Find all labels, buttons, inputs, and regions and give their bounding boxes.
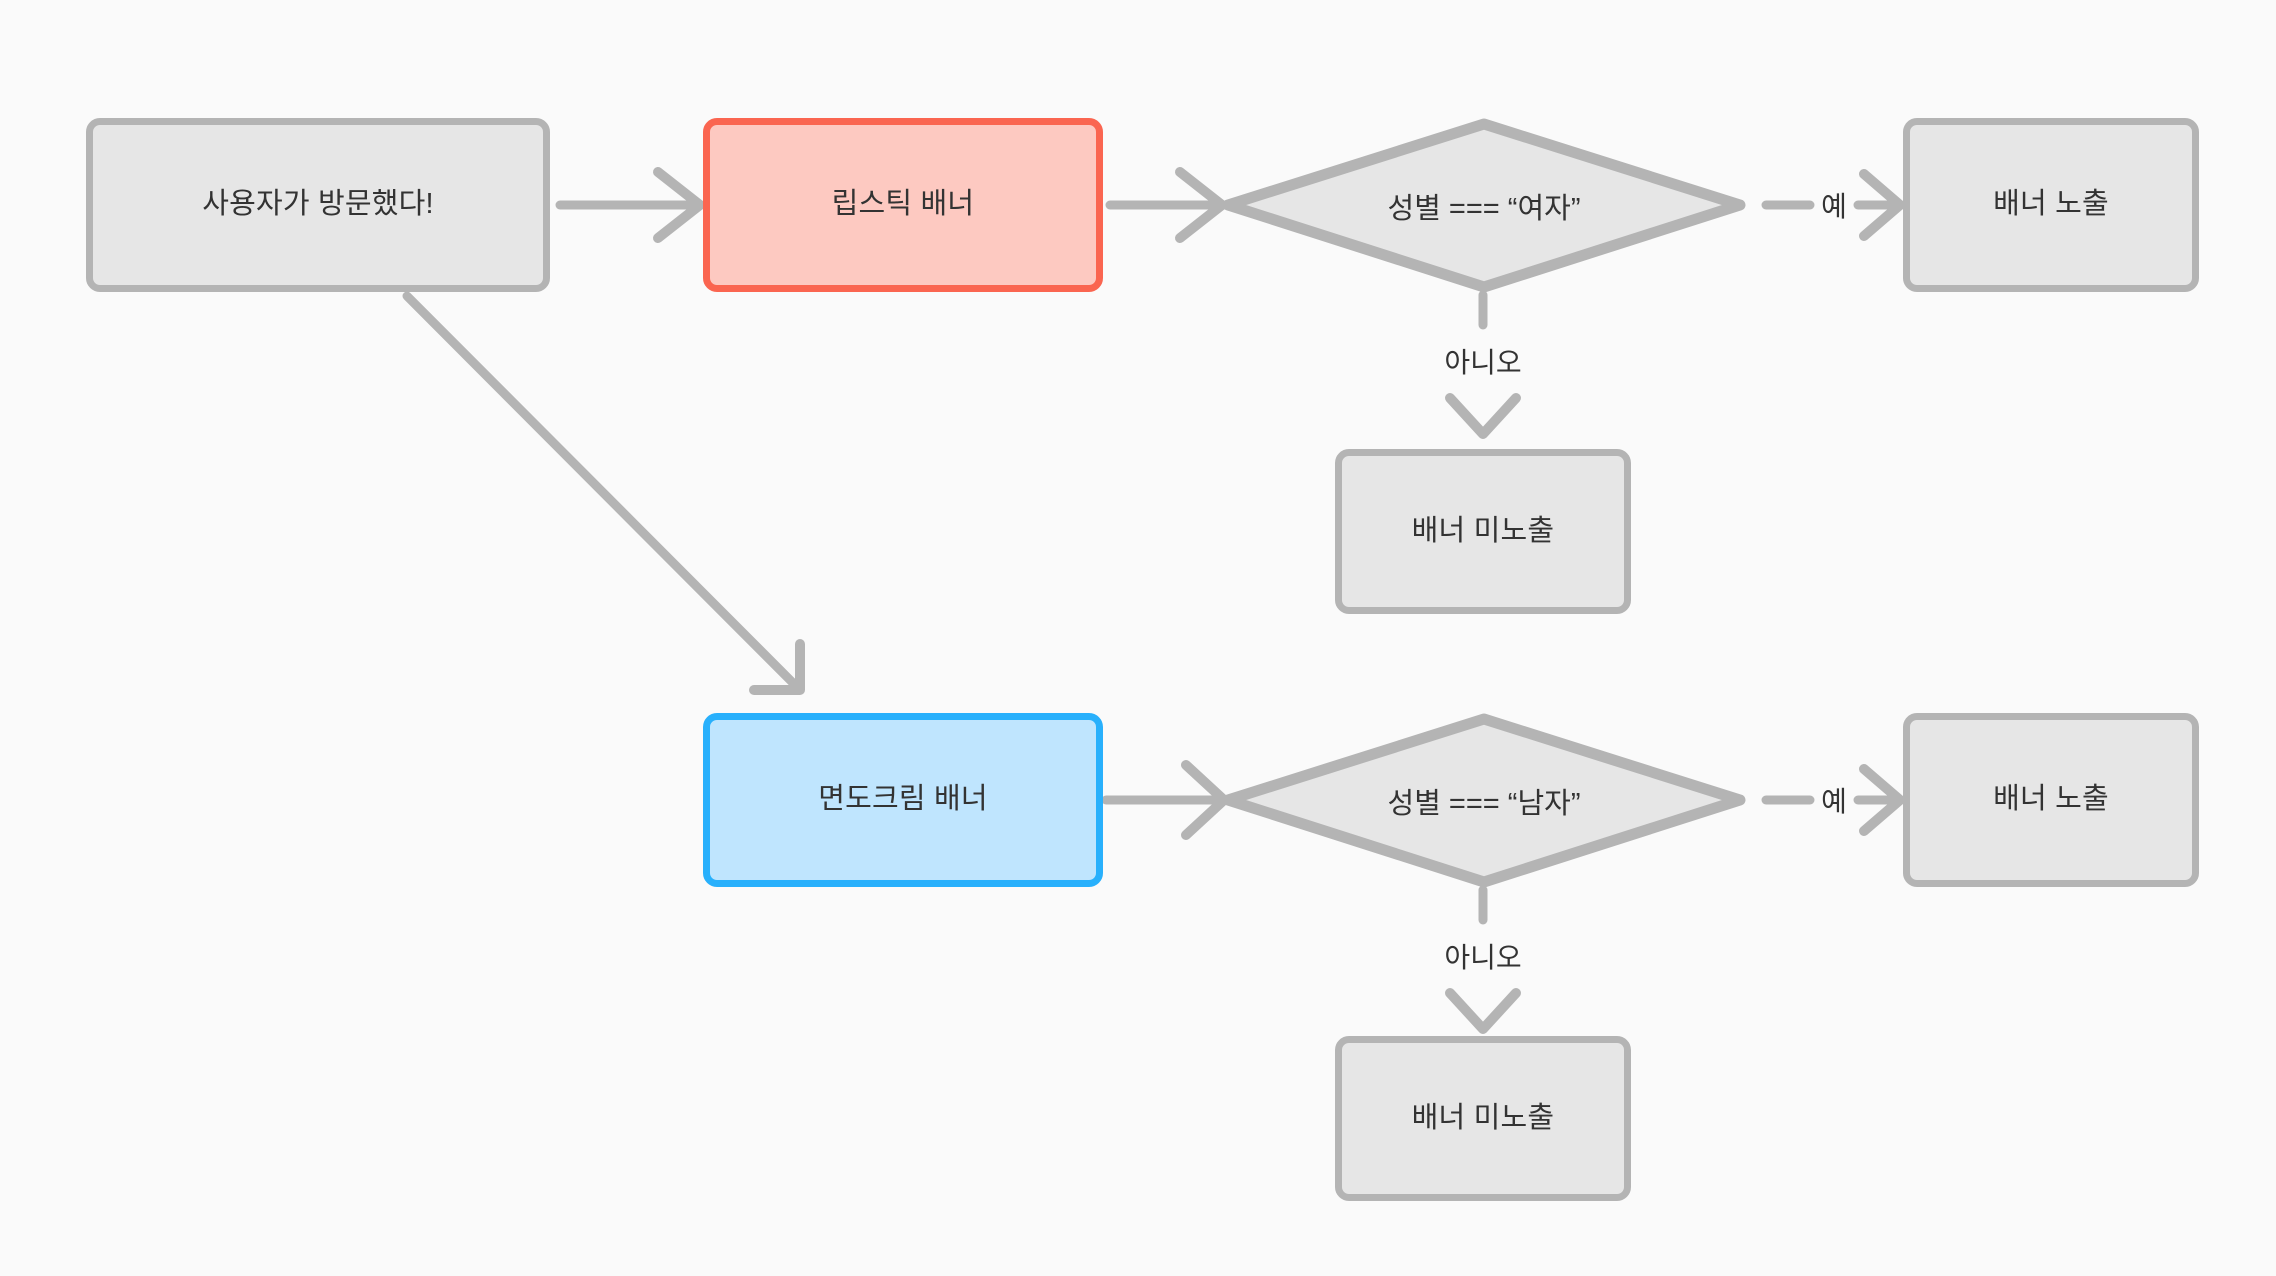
edge-label-no-bottom: 아니오 <box>1444 942 1522 973</box>
node-show-banner-female-label: 배너 노출 <box>1993 188 2109 221</box>
node-shavecream-banner[interactable]: 면도크림 배너 <box>703 713 1103 887</box>
edge-start-to-shavecream <box>402 291 805 695</box>
node-lipstick-banner-label: 립스틱 배너 <box>831 188 975 221</box>
node-cond-male[interactable]: 성별 === “남자” <box>1222 713 1746 888</box>
node-cond-male-label: 성별 === “남자” <box>1387 787 1581 820</box>
node-start[interactable]: 사용자가 방문했다! <box>86 118 550 292</box>
edge-lipstick-to-cond-female <box>1105 167 1227 243</box>
edge-start-to-lipstick <box>555 167 705 243</box>
node-start-label: 사용자가 방문했다! <box>202 188 434 221</box>
node-lipstick-banner[interactable]: 립스틱 배너 <box>703 118 1103 292</box>
node-show-banner-female[interactable]: 배너 노출 <box>1903 118 2199 292</box>
node-cond-female[interactable]: 성별 === “여자” <box>1222 118 1746 293</box>
node-show-banner-male[interactable]: 배너 노출 <box>1903 713 2199 887</box>
edge-shavecream-to-cond-male <box>1101 760 1229 840</box>
diamond-shape <box>1222 713 1746 888</box>
edge-label-yes-top: 예 <box>1821 191 1847 222</box>
node-show-banner-male-label: 배너 노출 <box>1993 783 2109 816</box>
node-hide-banner-female-label: 배너 미노출 <box>1411 514 1555 547</box>
node-cond-female-label: 성별 === “여자” <box>1387 192 1581 225</box>
node-hide-banner-male[interactable]: 배너 미노출 <box>1335 1036 1631 1201</box>
edge-label-yes-bottom: 예 <box>1821 786 1847 817</box>
edge-label-no-top: 아니오 <box>1444 347 1522 378</box>
node-hide-banner-male-label: 배너 미노출 <box>1411 1101 1555 1134</box>
node-shavecream-banner-label: 면도크림 배너 <box>818 783 988 816</box>
diamond-shape <box>1222 118 1746 293</box>
node-hide-banner-female[interactable]: 배너 미노출 <box>1335 449 1631 614</box>
